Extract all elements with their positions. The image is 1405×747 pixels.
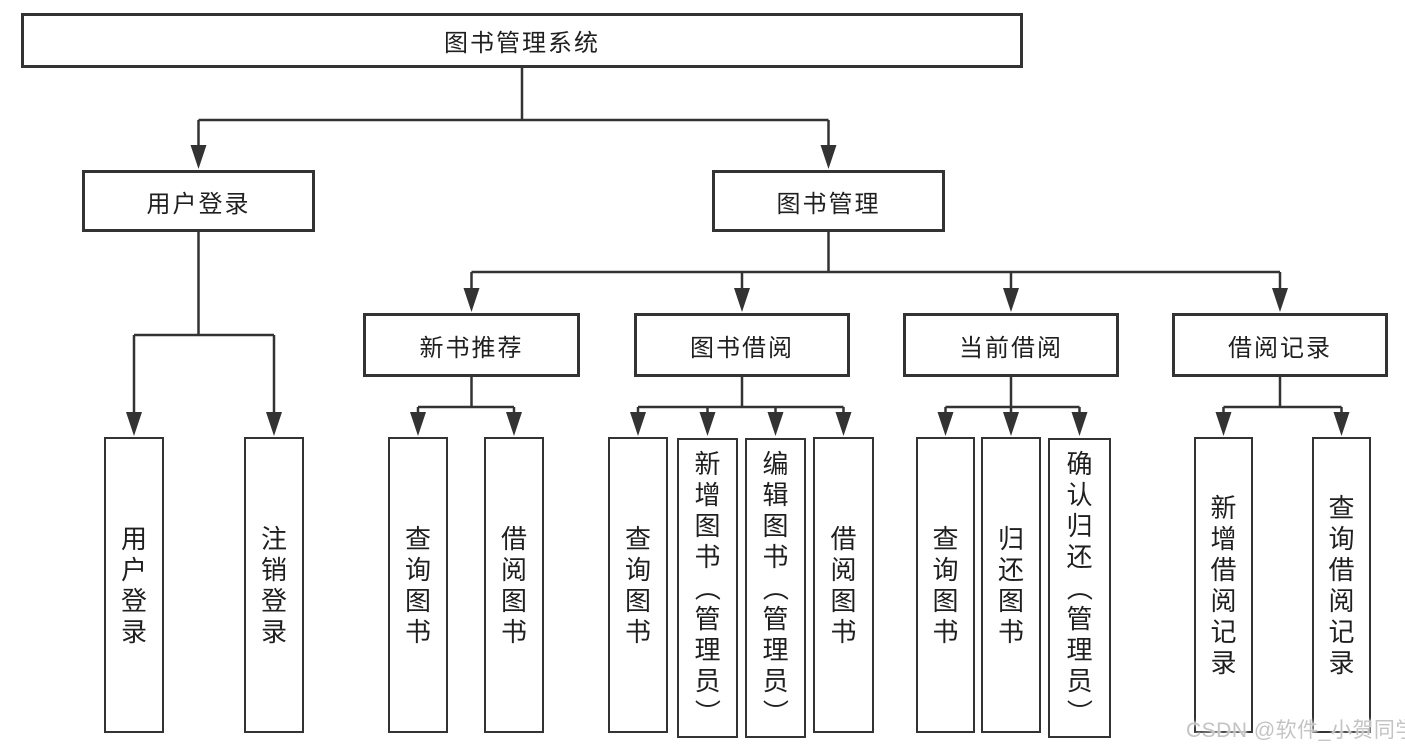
arrow-down-icon: [699, 412, 716, 436]
leaf-logout-login: 注销登录: [244, 437, 304, 733]
node-label: 查询借阅记录: [1328, 492, 1355, 678]
leaf-query-books-current: 查询图书: [916, 437, 975, 733]
node-label: 借阅图书: [830, 523, 857, 647]
node-label: 图书借阅: [690, 334, 794, 362]
node-book-management: 图书管理: [712, 170, 945, 232]
arrow-down-icon: [266, 412, 282, 436]
node-label: 图书管理系统: [444, 30, 600, 57]
node-book-borrowing: 图书借阅: [634, 313, 850, 377]
leaf-edit-book-admin: 编辑图书（管理员）: [745, 438, 806, 738]
leaf-return-books: 归还图书: [981, 437, 1041, 733]
leaf-query-borrow-record: 查询借阅记录: [1312, 437, 1371, 733]
arrow-down-icon: [126, 412, 142, 436]
node-label: 注销登录: [260, 523, 287, 647]
leaf-add-book-admin: 新增图书（管理员）: [677, 438, 738, 738]
arrow-down-icon: [1071, 412, 1088, 436]
watermark: CSDN @软件_小贺同学: [1186, 719, 1405, 742]
leaf-confirm-return-admin: 确认归还（管理员）: [1048, 438, 1111, 738]
arrow-down-icon: [1333, 412, 1350, 436]
arrow-down-icon: [1003, 288, 1019, 312]
arrow-down-icon: [820, 145, 837, 169]
node-label: 图书管理: [776, 190, 881, 218]
node-label: 用户登录: [120, 523, 147, 647]
node-label: 归还图书: [997, 523, 1024, 647]
node-root: 图书管理系统: [21, 13, 1023, 68]
leaf-query-books-borrowing: 查询图书: [608, 437, 668, 733]
arrow-down-icon: [410, 412, 426, 436]
arrow-down-icon: [630, 412, 646, 436]
arrow-down-icon: [1003, 412, 1019, 436]
node-label: 确认归还（管理员）: [1064, 449, 1095, 726]
node-label: 查询图书: [404, 523, 431, 647]
node-label: 新增图书（管理员）: [692, 449, 723, 726]
arrow-down-icon: [190, 145, 207, 169]
node-label: 借阅图书: [500, 523, 527, 647]
arrow-down-icon: [835, 412, 852, 436]
node-user-login: 用户登录: [82, 170, 315, 232]
node-label: 编辑图书（管理员）: [760, 449, 791, 726]
arrow-down-icon: [463, 288, 480, 312]
node-label: 查询图书: [624, 523, 651, 647]
node-current-borrowing: 当前借阅: [903, 313, 1119, 377]
node-label: 当前借阅: [959, 334, 1063, 362]
node-label: 用户登录: [146, 190, 251, 218]
arrow-down-icon: [767, 412, 784, 436]
arrow-down-icon: [506, 412, 522, 436]
leaf-query-books-recommend: 查询图书: [388, 437, 448, 733]
node-label: 新增借阅记录: [1210, 492, 1237, 678]
arrow-down-icon: [937, 412, 954, 436]
leaf-borrow-books-recommend: 借阅图书: [484, 437, 544, 733]
leaf-borrow-books-borrowing: 借阅图书: [813, 437, 874, 733]
arrow-down-icon: [734, 288, 750, 312]
node-label: 新书推荐: [419, 334, 524, 362]
arrow-down-icon: [1215, 412, 1232, 436]
node-borrowing-records: 借阅记录: [1172, 313, 1388, 377]
arrow-down-icon: [1272, 288, 1288, 312]
leaf-add-borrow-record: 新增借阅记录: [1194, 437, 1253, 733]
leaf-user-login: 用户登录: [104, 437, 164, 733]
node-label: 借阅记录: [1228, 334, 1332, 362]
node-label: 查询图书: [932, 523, 959, 647]
node-new-book-recommendation: 新书推荐: [363, 313, 580, 377]
